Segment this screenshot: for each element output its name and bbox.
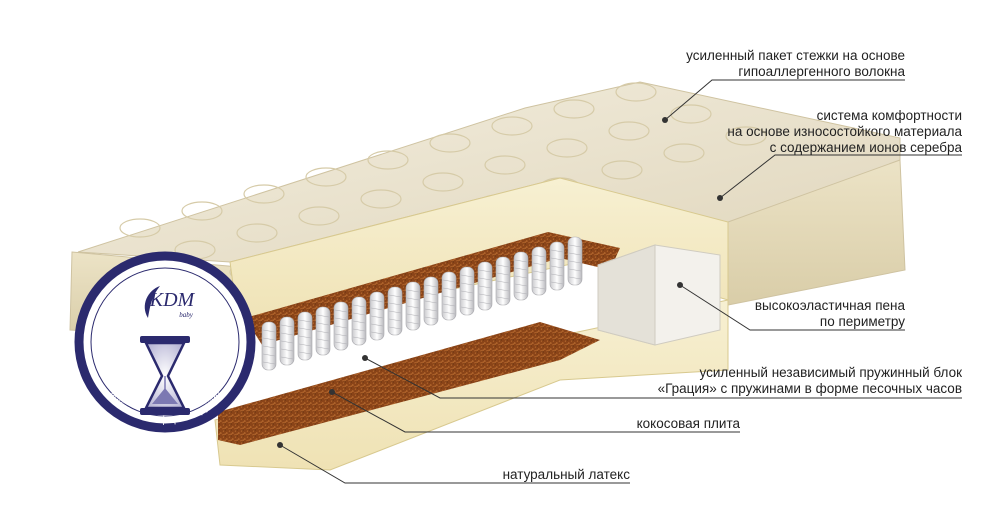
spring-coil <box>441 271 457 321</box>
logo-brand-sub: baby <box>179 311 194 319</box>
quilt-bump <box>360 189 402 209</box>
quilt-bump <box>553 99 595 119</box>
quilt-bump <box>305 167 347 187</box>
label-comfort-system: система комфортности на основе износосто… <box>727 108 962 156</box>
spring-coil <box>387 286 403 336</box>
spring-coil <box>369 291 385 341</box>
label-line: усиленный пакет стежки на основе <box>686 48 905 63</box>
quilt-bump <box>601 160 643 180</box>
quilt-bump <box>491 116 533 136</box>
label-line: усиленный независимый пружинный блок <box>699 365 962 380</box>
label-foam-perimeter: высокоэластичная пена по периметру <box>755 298 905 330</box>
label-quilting: усиленный пакет стежки на основе гипоалл… <box>686 48 905 80</box>
quilt-bump <box>670 104 712 124</box>
quilt-bump <box>615 82 657 102</box>
label-line: с содержанием ионов серебра <box>769 140 962 155</box>
quilt-bump <box>367 150 409 170</box>
spring-coil <box>495 256 511 306</box>
coconut-bottom-slab <box>218 322 600 445</box>
label-line: система комфортности <box>816 108 962 123</box>
quilt-bump <box>484 155 526 175</box>
quilt-bump <box>422 172 464 192</box>
spring-coil <box>405 281 421 331</box>
label-line: гипоаллергенного волокна <box>738 64 905 79</box>
spring-coil <box>549 241 565 291</box>
leader-lines <box>279 79 962 484</box>
hourglass-icon <box>140 336 190 415</box>
spring-coil <box>279 316 295 366</box>
spring-coil <box>315 306 331 356</box>
spring-coil <box>297 311 313 361</box>
quilt-bump <box>243 184 285 204</box>
label-spring-block: усиленный независимый пружинный блок «Гр… <box>658 365 962 397</box>
spring-coil <box>261 321 277 371</box>
quilt-bump <box>298 206 340 226</box>
feather-icon <box>144 286 160 318</box>
quilt-bump <box>181 201 223 221</box>
quilt-bump <box>429 133 471 153</box>
label-line: по периметру <box>819 314 905 329</box>
spring-coil <box>423 276 439 326</box>
spring-coil <box>531 246 547 296</box>
quilt-bump <box>725 126 767 146</box>
spring-coil <box>477 261 493 311</box>
label-line: кокосовая плита <box>636 416 740 431</box>
quilt-bump <box>119 218 161 238</box>
label-line: натуральный латекс <box>502 467 630 482</box>
label-natural-latex: натуральный латекс <box>503 467 630 483</box>
quilt-bump <box>663 143 705 163</box>
kdm-logo: Песочные часы "Грация" Уникальная форма … <box>74 251 256 433</box>
spring-coil <box>459 266 475 316</box>
label-line: на основе износостойкого материала <box>727 124 962 139</box>
spring-coil <box>351 296 367 346</box>
label-coconut-slab: кокосовая плита <box>637 416 740 432</box>
spring-coil <box>333 301 349 351</box>
spring-coil <box>567 236 583 286</box>
spring-block <box>261 236 583 371</box>
quilt-bump <box>236 223 278 243</box>
leader-dots <box>277 117 723 448</box>
quilt-bump <box>546 138 588 158</box>
quilt-bump <box>608 121 650 141</box>
foam-perimeter <box>597 244 721 346</box>
label-line: «Грация» с пружинами в форме песочных ча… <box>657 381 962 396</box>
label-line: высокоэластичная пена <box>754 298 905 313</box>
logo-brand: KDM <box>149 289 196 311</box>
spring-coil <box>513 251 529 301</box>
